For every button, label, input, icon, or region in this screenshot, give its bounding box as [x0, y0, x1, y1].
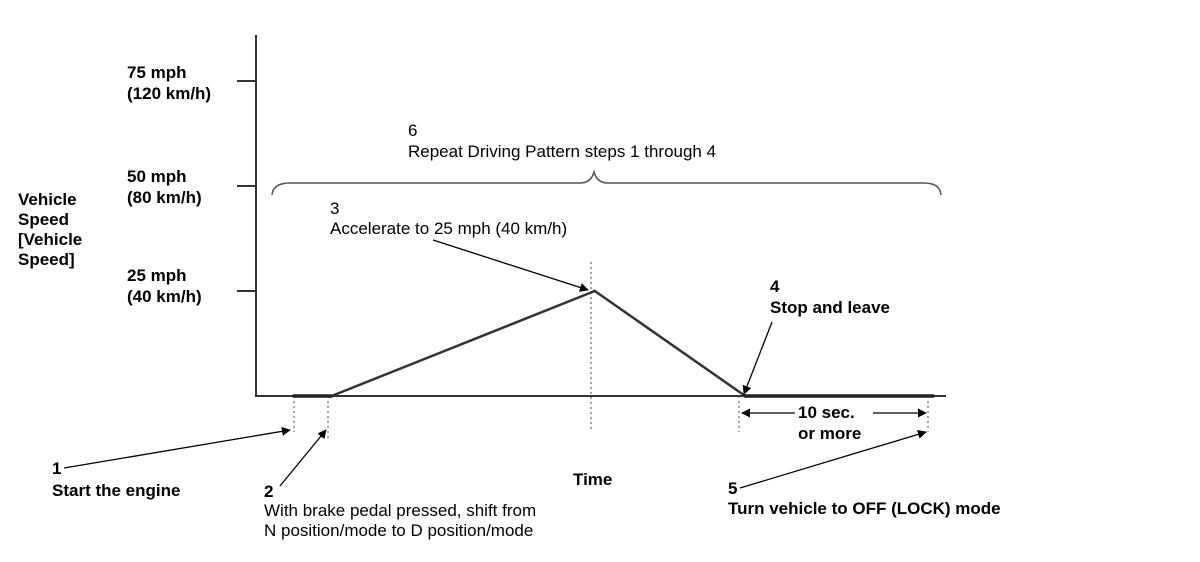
annotation-2-number: 2: [264, 482, 273, 501]
annotation-2: 2 With brake pedal pressed, shift from N…: [264, 482, 536, 540]
interval-label: 10 sec. or more: [798, 403, 861, 443]
annotation-4-arrow: [742, 321, 773, 395]
annotation-1: 1 Start the engine: [52, 459, 180, 500]
annotation-6: 6 Repeat Driving Pattern steps 1 through…: [408, 121, 716, 161]
interval-label-line1: 10 sec.: [798, 403, 855, 422]
annotation-1-number: 1: [52, 459, 61, 478]
annotation-5-number: 5: [728, 479, 737, 498]
y-tick-label-75-line2: (120 km/h): [127, 84, 211, 103]
annotation-5-text: Turn vehicle to OFF (LOCK) mode: [728, 499, 1001, 518]
y-axis-label-line2: Speed: [18, 210, 69, 229]
repeat-brace: [271, 169, 942, 196]
annotation-3: 3 Accelerate to 25 mph (40 km/h): [330, 199, 567, 238]
y-axis-label-line1: Vehicle: [18, 190, 77, 209]
y-tick-label-50-line2: (80 km/h): [127, 188, 202, 207]
y-tick-label-50-line1: 50 mph: [127, 167, 187, 186]
x-axis-label: Time: [573, 470, 612, 489]
annotation-5: 5 Turn vehicle to OFF (LOCK) mode: [728, 479, 1001, 518]
y-axis-label: Vehicle Speed [Vehicle Speed]: [18, 190, 82, 269]
annotation-3-arrow: [432, 239, 589, 292]
annotation-2-line1: With brake pedal pressed, shift from: [264, 501, 536, 520]
annotation-5-arrow: [739, 430, 927, 489]
interval-label-line2: or more: [798, 424, 861, 443]
y-tick-label-25-line2: (40 km/h): [127, 287, 202, 306]
annotation-3-text: Accelerate to 25 mph (40 km/h): [330, 219, 567, 238]
annotation-6-number: 6: [408, 121, 417, 140]
annotation-1-text: Start the engine: [52, 481, 180, 500]
annotation-1-arrow: [63, 426, 291, 469]
annotation-4: 4 Stop and leave: [770, 277, 890, 317]
y-axis-label-line3: [Vehicle: [18, 230, 82, 249]
annotation-6-text: Repeat Driving Pattern steps 1 through 4: [408, 142, 716, 161]
y-tick-label-50: 50 mph (80 km/h): [127, 167, 202, 207]
y-tick-label-75: 75 mph (120 km/h): [127, 63, 211, 103]
y-tick-marks: [237, 80, 256, 292]
annotation-2-line2: N position/mode to D position/mode: [264, 521, 533, 540]
y-tick-label-25: 25 mph (40 km/h): [127, 266, 202, 306]
y-axis-label-line4: Speed]: [18, 250, 75, 269]
y-tick-label-75-line1: 75 mph: [127, 63, 187, 82]
y-tick-label-25-line1: 25 mph: [127, 266, 187, 285]
annotation-4-number: 4: [770, 277, 780, 296]
annotation-4-text: Stop and leave: [770, 298, 890, 317]
annotation-2-arrow: [279, 429, 327, 487]
speed-segment-3: [593, 289, 747, 398]
speed-segment-2: [330, 289, 597, 398]
speed-trace: [292, 289, 935, 398]
annotation-3-number: 3: [330, 199, 339, 218]
